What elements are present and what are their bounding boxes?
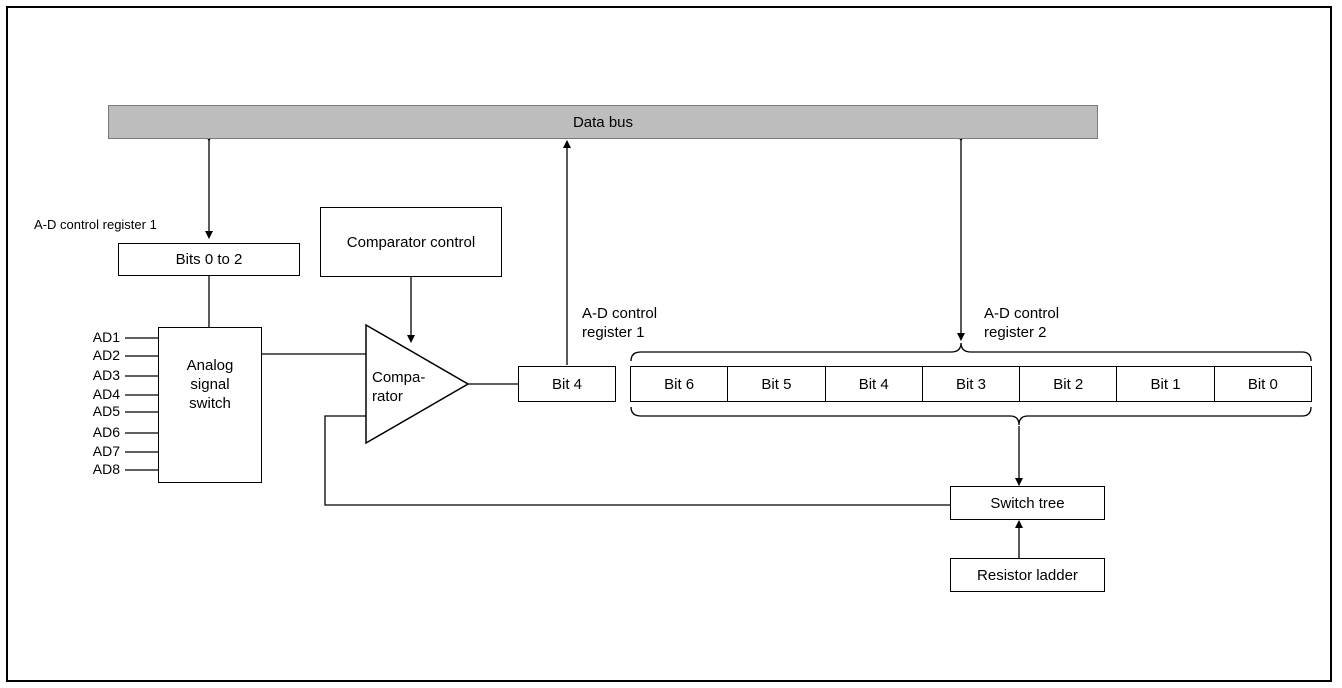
adcr1-right-label-2: register 1: [582, 324, 645, 341]
adcr2-bit6: Bit 6: [631, 367, 729, 401]
adcr2-register: Bit 6 Bit 5 Bit 4 Bit 3 Bit 2 Bit 1 Bit …: [630, 366, 1312, 402]
analog-switch-label-1: Analog: [186, 357, 234, 374]
ad-input-1: AD1: [92, 329, 120, 345]
adcr1-bit4-label: Bit 4: [551, 375, 582, 393]
ad-input-3: AD3: [92, 367, 120, 383]
comparator-control-box: Comparator control: [320, 207, 502, 277]
adcr1-right-label-1: A-D control: [582, 305, 658, 322]
adcr2-label: A-D control register 2: [984, 304, 1059, 342]
ad-input-5: AD5: [92, 403, 120, 419]
analog-signal-switch-box: Analog signal switch: [158, 327, 262, 483]
ad-input-8: AD8: [92, 461, 120, 477]
resistor-ladder-label: Resistor ladder: [977, 566, 1078, 584]
bits-0-to-2-box: Bits 0 to 2: [118, 243, 300, 276]
adcr2-label-2: register 2: [984, 324, 1047, 341]
adcr2-bit3: Bit 3: [922, 367, 1021, 401]
comparator-label: Compa- rator: [372, 368, 425, 406]
analog-switch-label-2: signal: [190, 376, 230, 393]
adcr2-top-brace: [630, 342, 1312, 362]
switch-tree-feedback-wire: [324, 415, 950, 506]
comparator-control-label: Comparator control: [346, 233, 476, 251]
adcr1-right-label: A-D control register 1: [582, 304, 657, 342]
bits-0-to-2-label: Bits 0 to 2: [175, 251, 243, 268]
adcr2-bit4: Bit 4: [825, 367, 923, 401]
adcr2-bit5: Bit 5: [728, 367, 826, 401]
adcr2-label-1: A-D control: [984, 305, 1060, 322]
ad-input-2: AD2: [92, 347, 120, 363]
resistor-ladder-box: Resistor ladder: [950, 558, 1105, 592]
adcr1-bit4-box: Bit 4: [518, 366, 616, 402]
adcr2-bit1: Bit 1: [1117, 367, 1215, 401]
diagram-frame: [6, 6, 1332, 682]
data-bus: Data bus: [108, 105, 1098, 139]
switch-tree-label: Switch tree: [990, 494, 1065, 512]
comparator-label-2: rator: [372, 388, 403, 405]
data-bus-label: Data bus: [572, 113, 634, 131]
ad-input-7: AD7: [92, 443, 120, 459]
ad-input-4: AD4: [92, 386, 120, 402]
comparator-triangle: [365, 323, 470, 445]
ad-input-6: AD6: [92, 424, 120, 440]
adcr2-bit2: Bit 2: [1020, 367, 1118, 401]
analog-switch-label-3: switch: [189, 395, 231, 412]
adcr2-bottom-brace: [630, 406, 1312, 426]
adcr1-top-label: A-D control register 1: [34, 217, 157, 232]
comparator-label-1: Compa-: [372, 369, 426, 386]
switch-tree-box: Switch tree: [950, 486, 1105, 520]
adcr2-bit0: Bit 0: [1214, 367, 1311, 401]
